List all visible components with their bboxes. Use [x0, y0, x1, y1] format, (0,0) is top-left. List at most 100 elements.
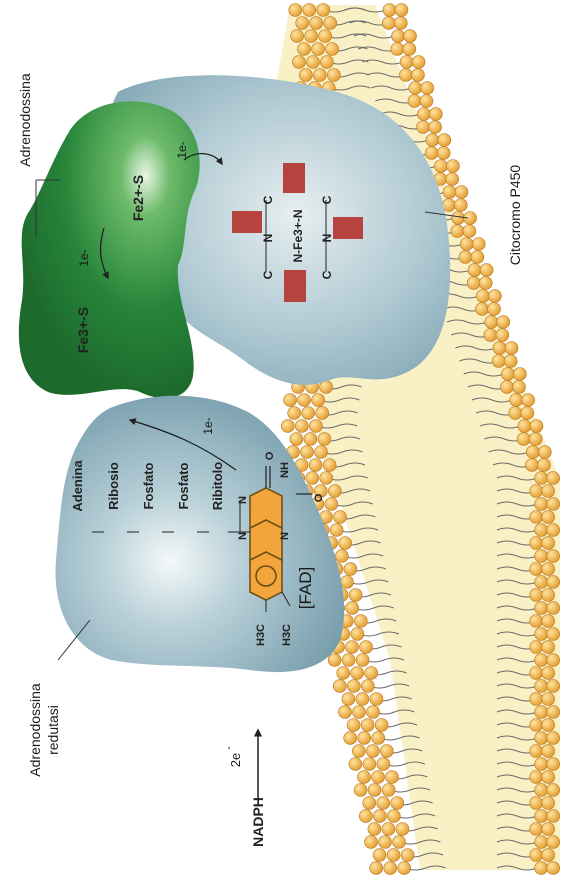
fad-electron-transfer: 1e-	[201, 417, 215, 434]
lipid-head	[438, 134, 451, 147]
lipid-head	[530, 719, 543, 732]
lipid-head	[363, 758, 376, 771]
lipid-head	[497, 316, 510, 329]
lipid-head	[302, 407, 315, 420]
lipid-head	[312, 394, 325, 407]
lipid-head	[315, 446, 328, 459]
lipid-head	[509, 407, 522, 420]
lipid-head	[542, 745, 555, 758]
lipid-head	[472, 238, 485, 251]
lipid-head	[404, 30, 417, 43]
lipid-head	[452, 212, 465, 225]
lipid-head	[542, 823, 555, 836]
lipid-head	[480, 264, 493, 277]
lipid-head	[542, 615, 555, 628]
lipid-head	[535, 498, 548, 511]
lipid-head	[382, 17, 395, 30]
lipid-head	[521, 407, 534, 420]
ring-benzene	[250, 552, 282, 600]
lipid-head	[467, 277, 480, 290]
lipid-head	[391, 797, 404, 810]
lipid-head	[488, 290, 501, 303]
lipid-head	[547, 810, 560, 823]
lipid-head	[366, 745, 379, 758]
lipid-head	[401, 849, 414, 862]
lipid-head	[368, 823, 381, 836]
fad-chain-ribitolo: Ribitolo	[210, 462, 225, 510]
cytochrome-label: Citocromo P450	[507, 165, 523, 266]
lipid-head	[542, 719, 555, 732]
lipid-head	[417, 108, 430, 121]
lipid-head	[535, 836, 548, 849]
lipid-head	[500, 381, 513, 394]
lipid-head	[547, 680, 560, 693]
lipid-head	[542, 589, 555, 602]
lipid-head	[327, 69, 340, 82]
heme-iron-center: N-Fe3+-N	[291, 209, 305, 262]
lipid-head	[542, 511, 555, 524]
lipid-head	[363, 797, 376, 810]
lipid-head	[367, 706, 380, 719]
lipid-head	[372, 771, 385, 784]
heme-block-2	[232, 211, 262, 233]
lipid-head	[310, 17, 323, 30]
lipid-head	[309, 459, 322, 472]
lipid-head	[403, 43, 416, 56]
lipid-head	[530, 485, 543, 498]
fad-methyl-1: H3C	[255, 624, 267, 646]
lipid-head	[361, 719, 374, 732]
lipid-head	[530, 511, 543, 524]
lipid-head	[530, 641, 543, 654]
reductase-label-line2: redutasi	[45, 705, 61, 755]
heme-block-4	[284, 270, 306, 302]
lipid-head	[530, 745, 543, 758]
lipid-head	[411, 69, 424, 82]
lipid-head	[547, 758, 560, 771]
fe3-s-center: Fe3+-S	[75, 307, 91, 353]
lipid-head	[325, 498, 338, 511]
lipid-head	[530, 615, 543, 628]
lipid-head	[542, 797, 555, 810]
lipid-head	[501, 368, 514, 381]
lipid-head	[356, 693, 369, 706]
lipid-head	[334, 511, 347, 524]
lipid-head	[347, 680, 360, 693]
lipid-head	[358, 732, 371, 745]
lipid-head	[292, 56, 305, 69]
lipid-head	[496, 329, 509, 342]
lipid-head	[317, 4, 330, 17]
lipid-head	[547, 550, 560, 563]
lipid-head	[372, 732, 385, 745]
lipid-head	[342, 693, 355, 706]
fad-chain-fosfato-2: Fosfato	[176, 462, 191, 509]
lipid-head	[342, 654, 355, 667]
lipid-head	[298, 394, 311, 407]
lipid-head	[391, 43, 404, 56]
two-electron-label: 2e	[228, 753, 243, 767]
fad-chain-adenina: Adenina	[70, 460, 85, 512]
lipid-head	[547, 732, 560, 745]
lipid-head	[328, 654, 341, 667]
lipid-head	[463, 225, 476, 238]
lipid-head	[377, 797, 390, 810]
lipid-head	[400, 56, 413, 69]
lipid-head	[460, 238, 473, 251]
heme-corner-c: C	[261, 195, 275, 204]
nadph-input: NADPH 2e -	[223, 730, 266, 847]
adrenodoxin-body	[19, 101, 200, 398]
lipid-head	[451, 225, 464, 238]
lipid-head	[417, 121, 430, 134]
lipid-head	[485, 316, 498, 329]
lipid-head	[394, 17, 407, 30]
heme-corner-c: C	[320, 195, 334, 204]
lipid-head	[547, 524, 560, 537]
lipid-head	[324, 17, 337, 30]
fad-nh: NH	[279, 462, 291, 478]
lipid-head	[425, 147, 438, 160]
fad-n-1: N	[237, 532, 249, 540]
fad-methyl-2: H3C	[281, 624, 293, 646]
lipid-head	[398, 862, 411, 875]
lipid-head	[382, 823, 395, 836]
lipid-head	[288, 407, 301, 420]
